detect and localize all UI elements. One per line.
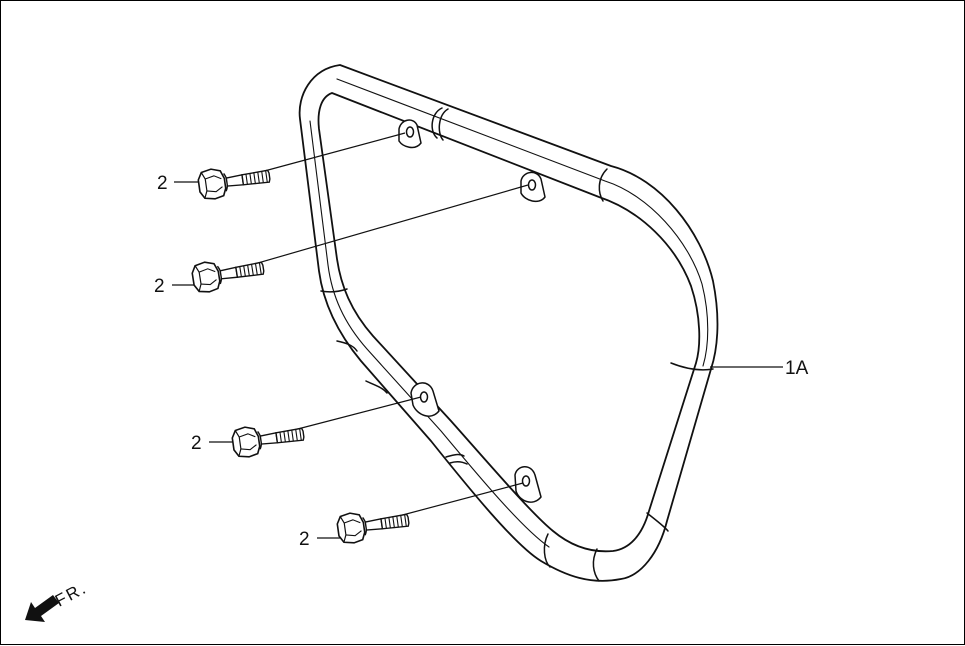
bolt-icon — [190, 252, 267, 295]
front-label: FR. — [52, 578, 90, 610]
callout-bolt: 2 — [191, 433, 202, 454]
alignment-line — [394, 482, 524, 518]
bolt-icon — [230, 418, 307, 460]
alignment-line — [250, 184, 529, 266]
crash-bar-guard — [298, 64, 719, 582]
callout-guard: 1A — [785, 358, 809, 379]
bolt-4: 2 — [299, 482, 524, 550]
bolt-icon — [196, 160, 273, 202]
alignment-line — [289, 396, 422, 432]
front-direction-indicator: FR. — [25, 578, 90, 622]
alignment-line — [256, 132, 406, 174]
arrow-down-left-icon — [25, 595, 59, 622]
bolt-3: 2 — [191, 396, 422, 460]
bolt-2: 2 — [154, 184, 529, 297]
callout-bolt: 2 — [154, 276, 165, 297]
bolt-1: 2 — [157, 132, 406, 202]
callout-bolt: 2 — [299, 529, 310, 550]
callout-bolt: 2 — [157, 173, 168, 194]
bolt-icon — [335, 504, 412, 546]
